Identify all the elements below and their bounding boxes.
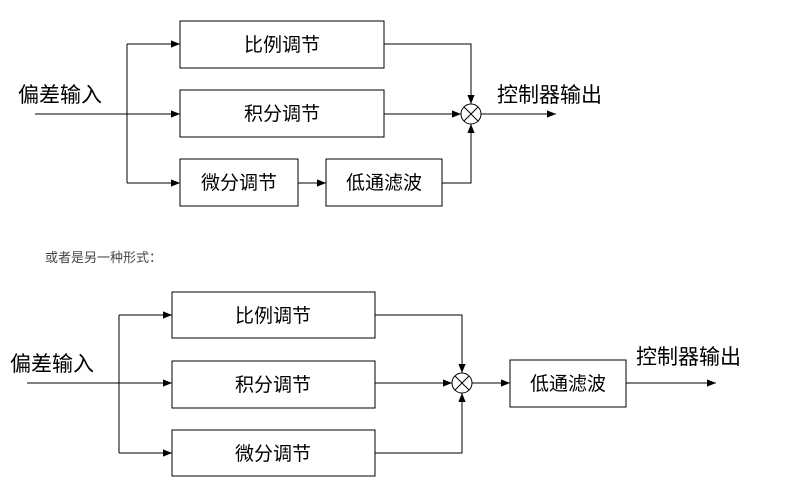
d2-input-label: 偏差输入 bbox=[10, 352, 94, 376]
d1-derivative-block: 微分调节 bbox=[179, 158, 299, 207]
d1-integral-label: 积分调节 bbox=[244, 103, 320, 125]
d2-proportional-label: 比例调节 bbox=[235, 305, 311, 327]
d1-derivative-label: 微分调节 bbox=[201, 172, 277, 194]
d2-derivative-label: 微分调节 bbox=[235, 443, 311, 465]
d2-lowpass-label: 低通滤波 bbox=[530, 373, 606, 395]
d2-output-label: 控制器输出 bbox=[636, 345, 741, 369]
d1-lowpass-block: 低通滤波 bbox=[325, 158, 443, 207]
d2-derivative-to-sum-arrow bbox=[375, 393, 466, 454]
diagram-1: 偏差输入 控制器输出 比例调节 积分调节 微分调节 低通滤波 bbox=[18, 20, 602, 207]
d1-proportional-label: 比例调节 bbox=[244, 34, 320, 56]
d2-lowpass-block: 低通滤波 bbox=[509, 359, 627, 408]
d1-input-label: 偏差输入 bbox=[18, 83, 102, 107]
d1-lowpass-label: 低通滤波 bbox=[346, 172, 422, 194]
d2-proportional-to-sum-arrow bbox=[375, 314, 466, 373]
d1-output-label: 控制器输出 bbox=[497, 83, 602, 107]
d1-proportional-block: 比例调节 bbox=[179, 20, 385, 69]
d2-summing-junction bbox=[451, 372, 473, 394]
caption-text: 或者是另一种形式： bbox=[45, 251, 162, 266]
d1-integral-block: 积分调节 bbox=[179, 89, 385, 138]
d1-summing-junction bbox=[460, 103, 482, 125]
d2-integral-block: 积分调节 bbox=[171, 360, 376, 409]
diagram-2: 偏差输入 控制器输出 比例调节 积分调节 微分调节 bbox=[10, 291, 741, 477]
d1-proportional-to-sum-arrow bbox=[384, 43, 475, 104]
d1-lowpass-to-sum-arrow bbox=[442, 124, 475, 184]
d2-integral-label: 积分调节 bbox=[235, 374, 311, 396]
d2-proportional-block: 比例调节 bbox=[171, 291, 376, 339]
d2-derivative-block: 微分调节 bbox=[171, 429, 376, 477]
